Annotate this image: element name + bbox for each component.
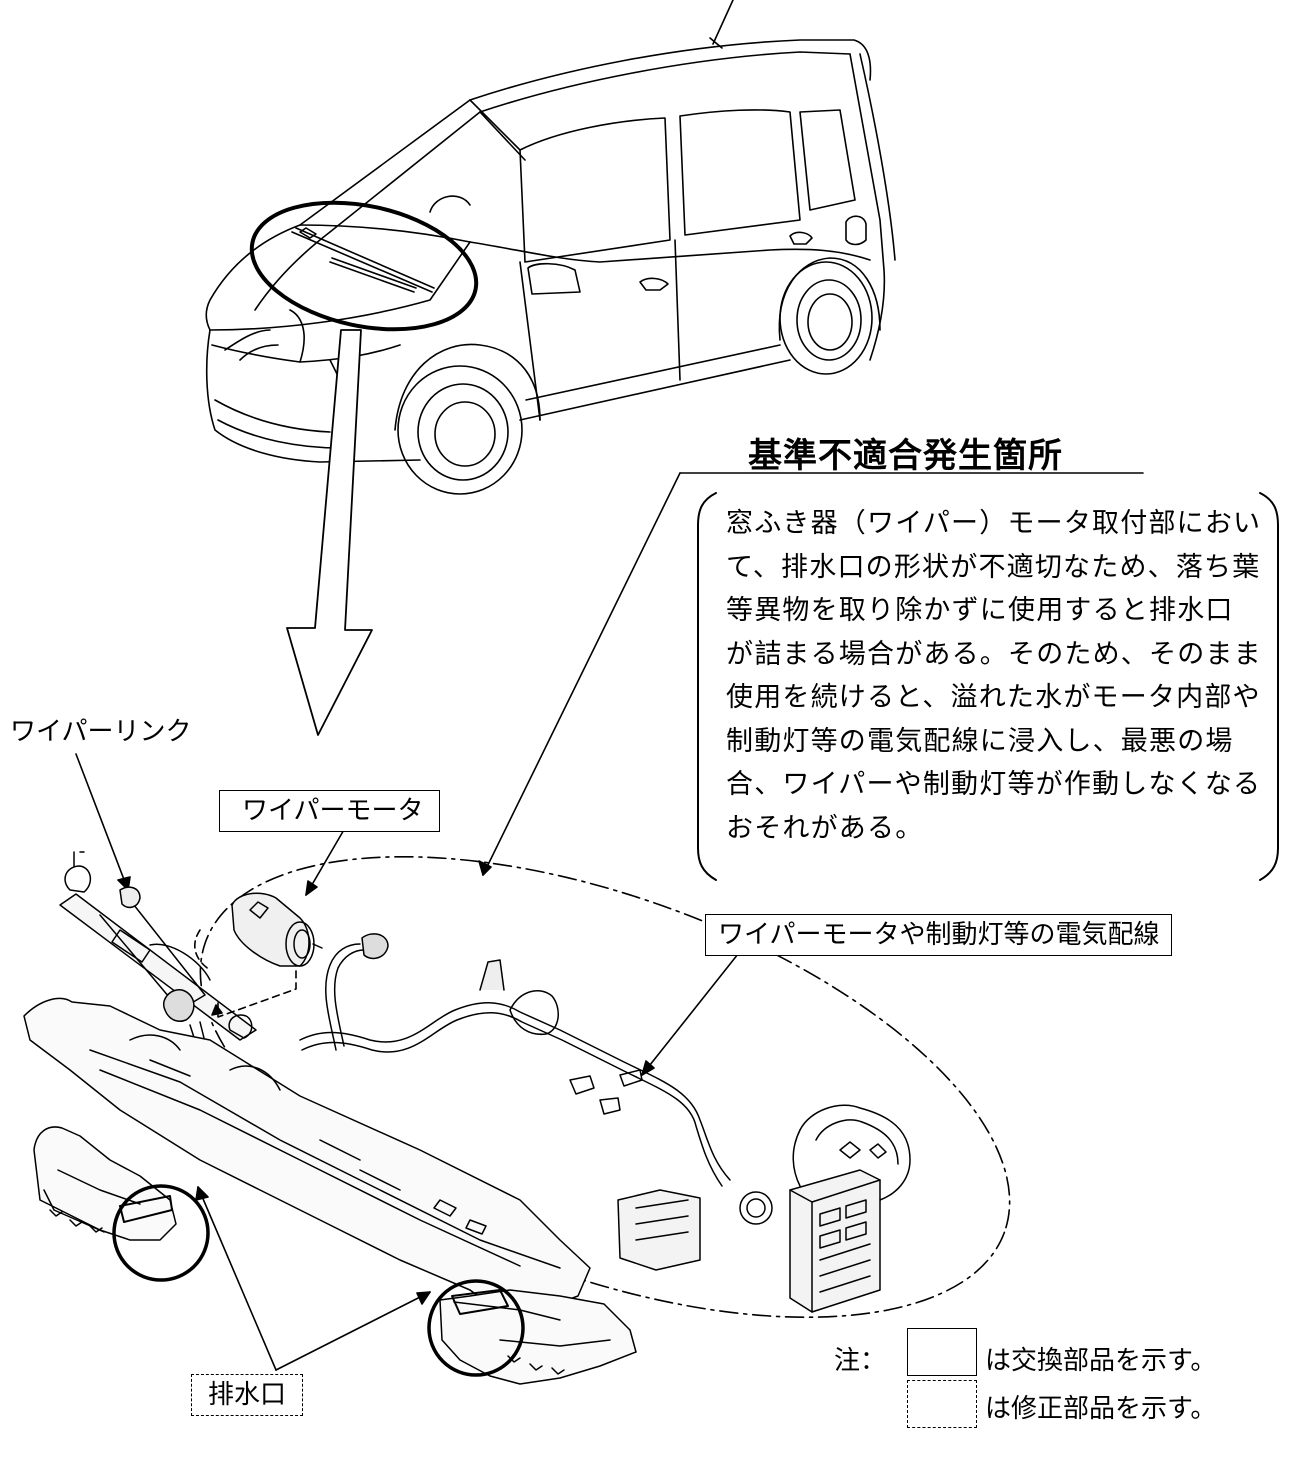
wiper-link-assembly — [59, 851, 257, 1051]
wiper-motor-part — [231, 892, 323, 967]
defect-title: 基準不適合発生箇所 — [748, 436, 1063, 476]
drain-circle-left — [112, 1184, 210, 1282]
description-line: 等異物を取り除かずに使用すると排水口 — [726, 595, 1234, 626]
description-line: が詰まる場合がある。そのため、そのまま — [726, 638, 1262, 670]
wiper-motor-label: ワイパーモータ — [219, 790, 441, 832]
description-line: て、排水口の形状が不適切なため、落ち葉 — [726, 551, 1261, 583]
cowl-panel-upper — [23, 997, 591, 1313]
cowl-panel-right — [439, 1289, 637, 1385]
legend-replaced-text: は交換部品を示す。 — [985, 1346, 1217, 1376]
defect-description: 窓ふき器（ワイパー）モータ取付部におい て、排水口の形状が不適切なため、落ち葉 … — [726, 502, 1262, 850]
description-line: 制動灯等の電気配線に浸入し、最悪の場 — [726, 725, 1234, 757]
drain-circle-right — [427, 1279, 525, 1377]
legend-solid-box — [907, 1328, 977, 1376]
description-line: 合、ワイパーや制動灯等が作動しなくなる — [726, 769, 1262, 800]
wiring-label: ワイパーモータや制動灯等の電気配線 — [705, 914, 1173, 956]
legend-modified-text: は修正部品を示す。 — [985, 1394, 1217, 1424]
wiper-link-label: ワイパーリンク — [10, 717, 192, 747]
description-line: おそれがある。 — [726, 812, 924, 844]
drain-label: 排水口 — [191, 1374, 304, 1416]
legend-prefix: 注： — [834, 1346, 887, 1376]
car-illustration — [205, 0, 896, 495]
zoom-arrow — [286, 329, 373, 736]
legend-dashed-box — [907, 1380, 977, 1428]
description-line: 窓ふき器（ワイパー）モータ取付部におい — [726, 508, 1262, 539]
cowl-panel-left — [33, 1126, 177, 1241]
wiper-area-circle — [249, 200, 479, 332]
wiring-harness — [299, 933, 911, 1313]
description-line: 使用を続けると、溢れた水がモータ内部や — [726, 682, 1261, 713]
